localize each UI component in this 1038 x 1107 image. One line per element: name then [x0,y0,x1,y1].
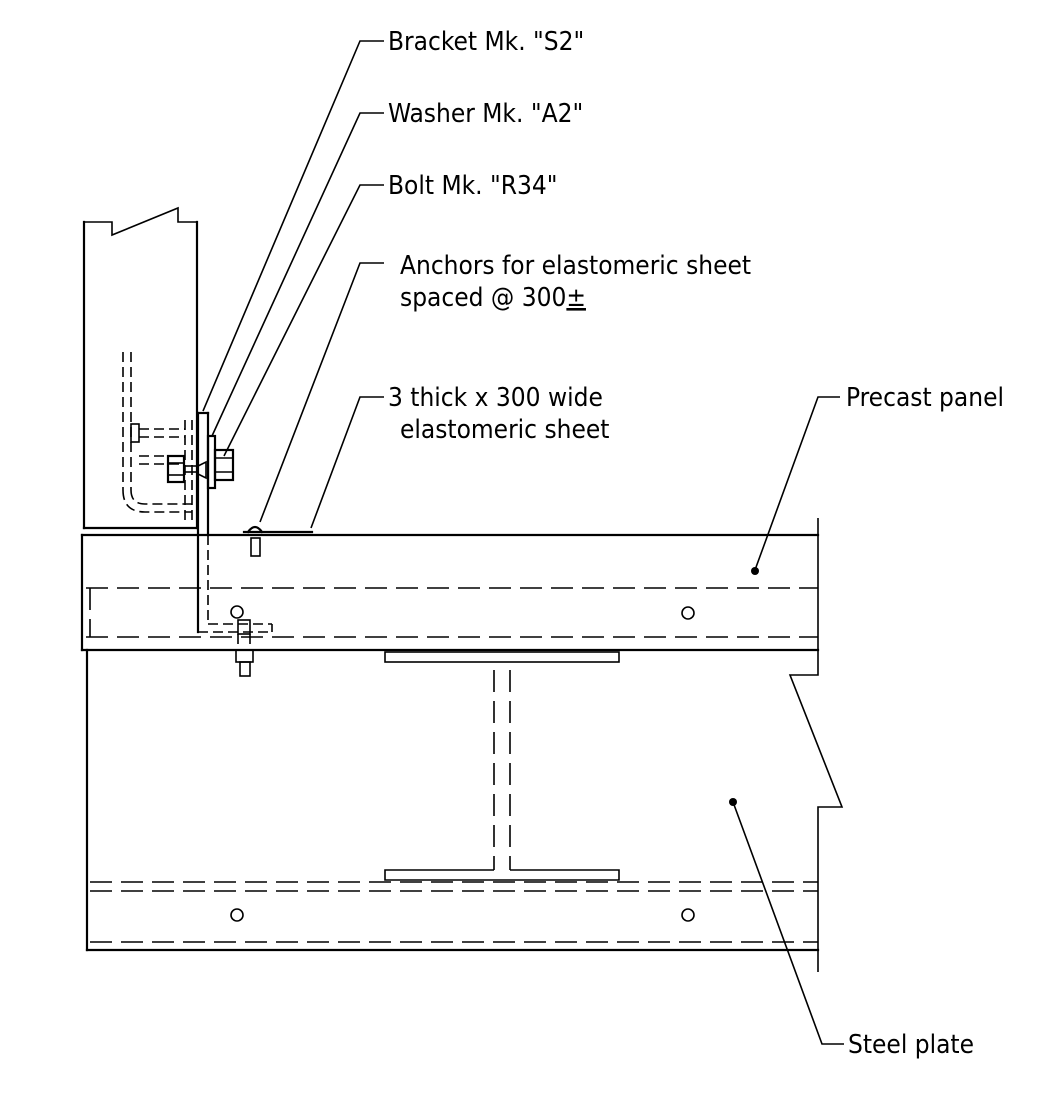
callout-sheet-line2: elastomeric sheet [400,415,609,445]
steel-plate [85,648,844,972]
callout-washer: Washer Mk. "A2" [388,99,583,129]
elastomeric-sheet [242,525,314,557]
upper-hooked-anchor [122,352,193,520]
anchors-spacing-text: spaced @ 300 [400,283,566,313]
leader-lines [202,40,844,1045]
bracket-s2 [196,411,273,634]
callout-sheet-line1: 3 thick x 300 wide [388,383,603,413]
callout-bolt: Bolt Mk. "R34" [388,171,558,201]
callout-anchors-line1: Anchors for elastomeric sheet [400,251,751,281]
upper-precast-element [82,206,199,530]
callout-steel-plate: Steel plate [848,1030,974,1060]
through-bolt [235,619,254,677]
bolt-r34 [166,448,235,484]
precast-panel [80,533,820,652]
callout-precast-panel: Precast panel [846,383,1004,413]
callout-anchors-line2: spaced @ 300± [400,283,586,313]
anchors-plus-minus: ± [566,283,586,313]
callout-bracket: Bracket Mk. "S2" [388,27,584,57]
